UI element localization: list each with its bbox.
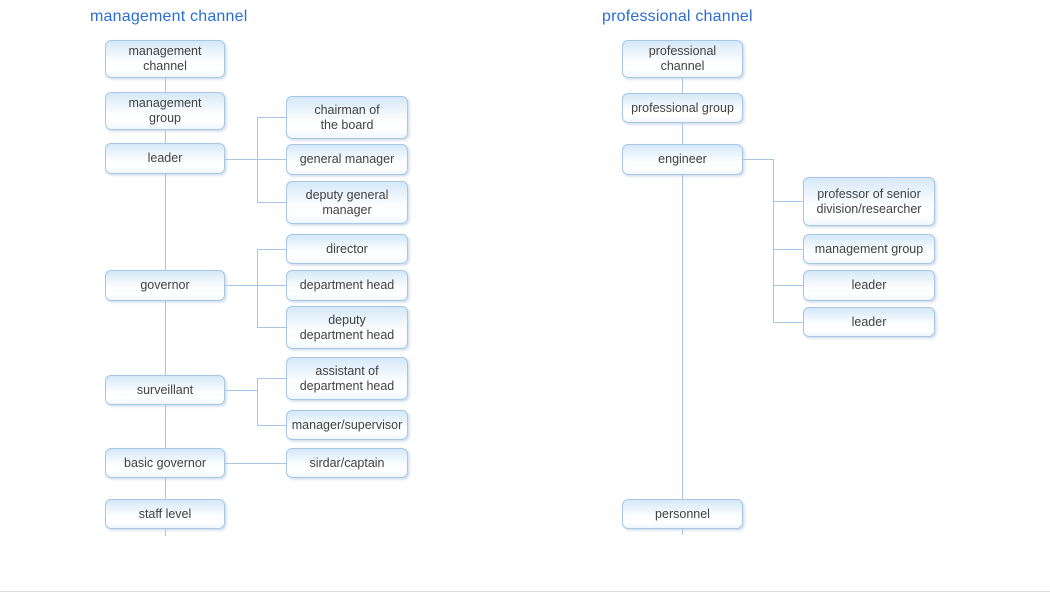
node-department-head: department head — [286, 270, 408, 301]
node-manager-supervisor: manager/supervisor — [286, 410, 408, 440]
connector-line — [257, 249, 258, 328]
management-channel-title: management channel — [90, 8, 248, 25]
professional-channel-title: professional channel — [602, 8, 753, 25]
node-leader-1: leader — [803, 270, 935, 301]
node-professional-channel: professional channel — [622, 40, 743, 78]
connector-line — [165, 529, 166, 536]
connector-line — [682, 529, 683, 535]
bottom-divider — [0, 591, 1050, 592]
connector-line — [165, 78, 166, 92]
connector-line — [225, 390, 258, 391]
node-personnel: personnel — [622, 499, 743, 529]
connector-line — [257, 249, 286, 250]
connector-line — [257, 378, 258, 425]
connector-line — [225, 463, 286, 464]
connector-line — [773, 249, 803, 250]
connector-line — [257, 202, 286, 203]
node-deputy-general-manager: deputy general manager — [286, 181, 408, 224]
connector-line — [165, 130, 166, 143]
connector-line — [773, 285, 803, 286]
connector-line — [165, 478, 166, 499]
connector-line — [257, 378, 286, 379]
node-basic-governor: basic governor — [105, 448, 225, 478]
node-leader-2: leader — [803, 307, 935, 337]
node-general-manager: general manager — [286, 144, 408, 175]
node-deputy-department-head: deputy department head — [286, 306, 408, 349]
node-professional-group: professional group — [622, 93, 743, 123]
node-director: director — [286, 234, 408, 264]
connector-line — [165, 405, 166, 448]
node-engineer: engineer — [622, 144, 743, 175]
connector-line — [682, 123, 683, 144]
connector-line — [257, 117, 258, 203]
connector-line — [773, 159, 774, 323]
connector-line — [257, 327, 286, 328]
node-governor: governor — [105, 270, 225, 301]
connector-line — [773, 322, 803, 323]
connector-line — [257, 425, 286, 426]
node-management-channel: management channel — [105, 40, 225, 78]
connector-line — [225, 159, 286, 160]
connector-line — [165, 301, 166, 375]
connector-line — [743, 159, 773, 160]
connector-line — [165, 174, 166, 270]
connector-line — [682, 78, 683, 93]
connector-line — [773, 201, 803, 202]
connector-line — [257, 117, 286, 118]
node-leader: leader — [105, 143, 225, 174]
connector-line — [225, 285, 286, 286]
node-chairman-of-the-board: chairman of the board — [286, 96, 408, 139]
node-assistant-of-department-head: assistant of department head — [286, 357, 408, 400]
node-staff-level: staff level — [105, 499, 225, 529]
connector-line — [682, 175, 683, 499]
node-management-group: management group — [105, 92, 225, 130]
node-surveillant: surveillant — [105, 375, 225, 405]
node-professor-senior-division-researcher: professor of senior division/researcher — [803, 177, 935, 226]
node-sirdar-captain: sirdar/captain — [286, 448, 408, 478]
node-management-group-2: management group — [803, 234, 935, 264]
